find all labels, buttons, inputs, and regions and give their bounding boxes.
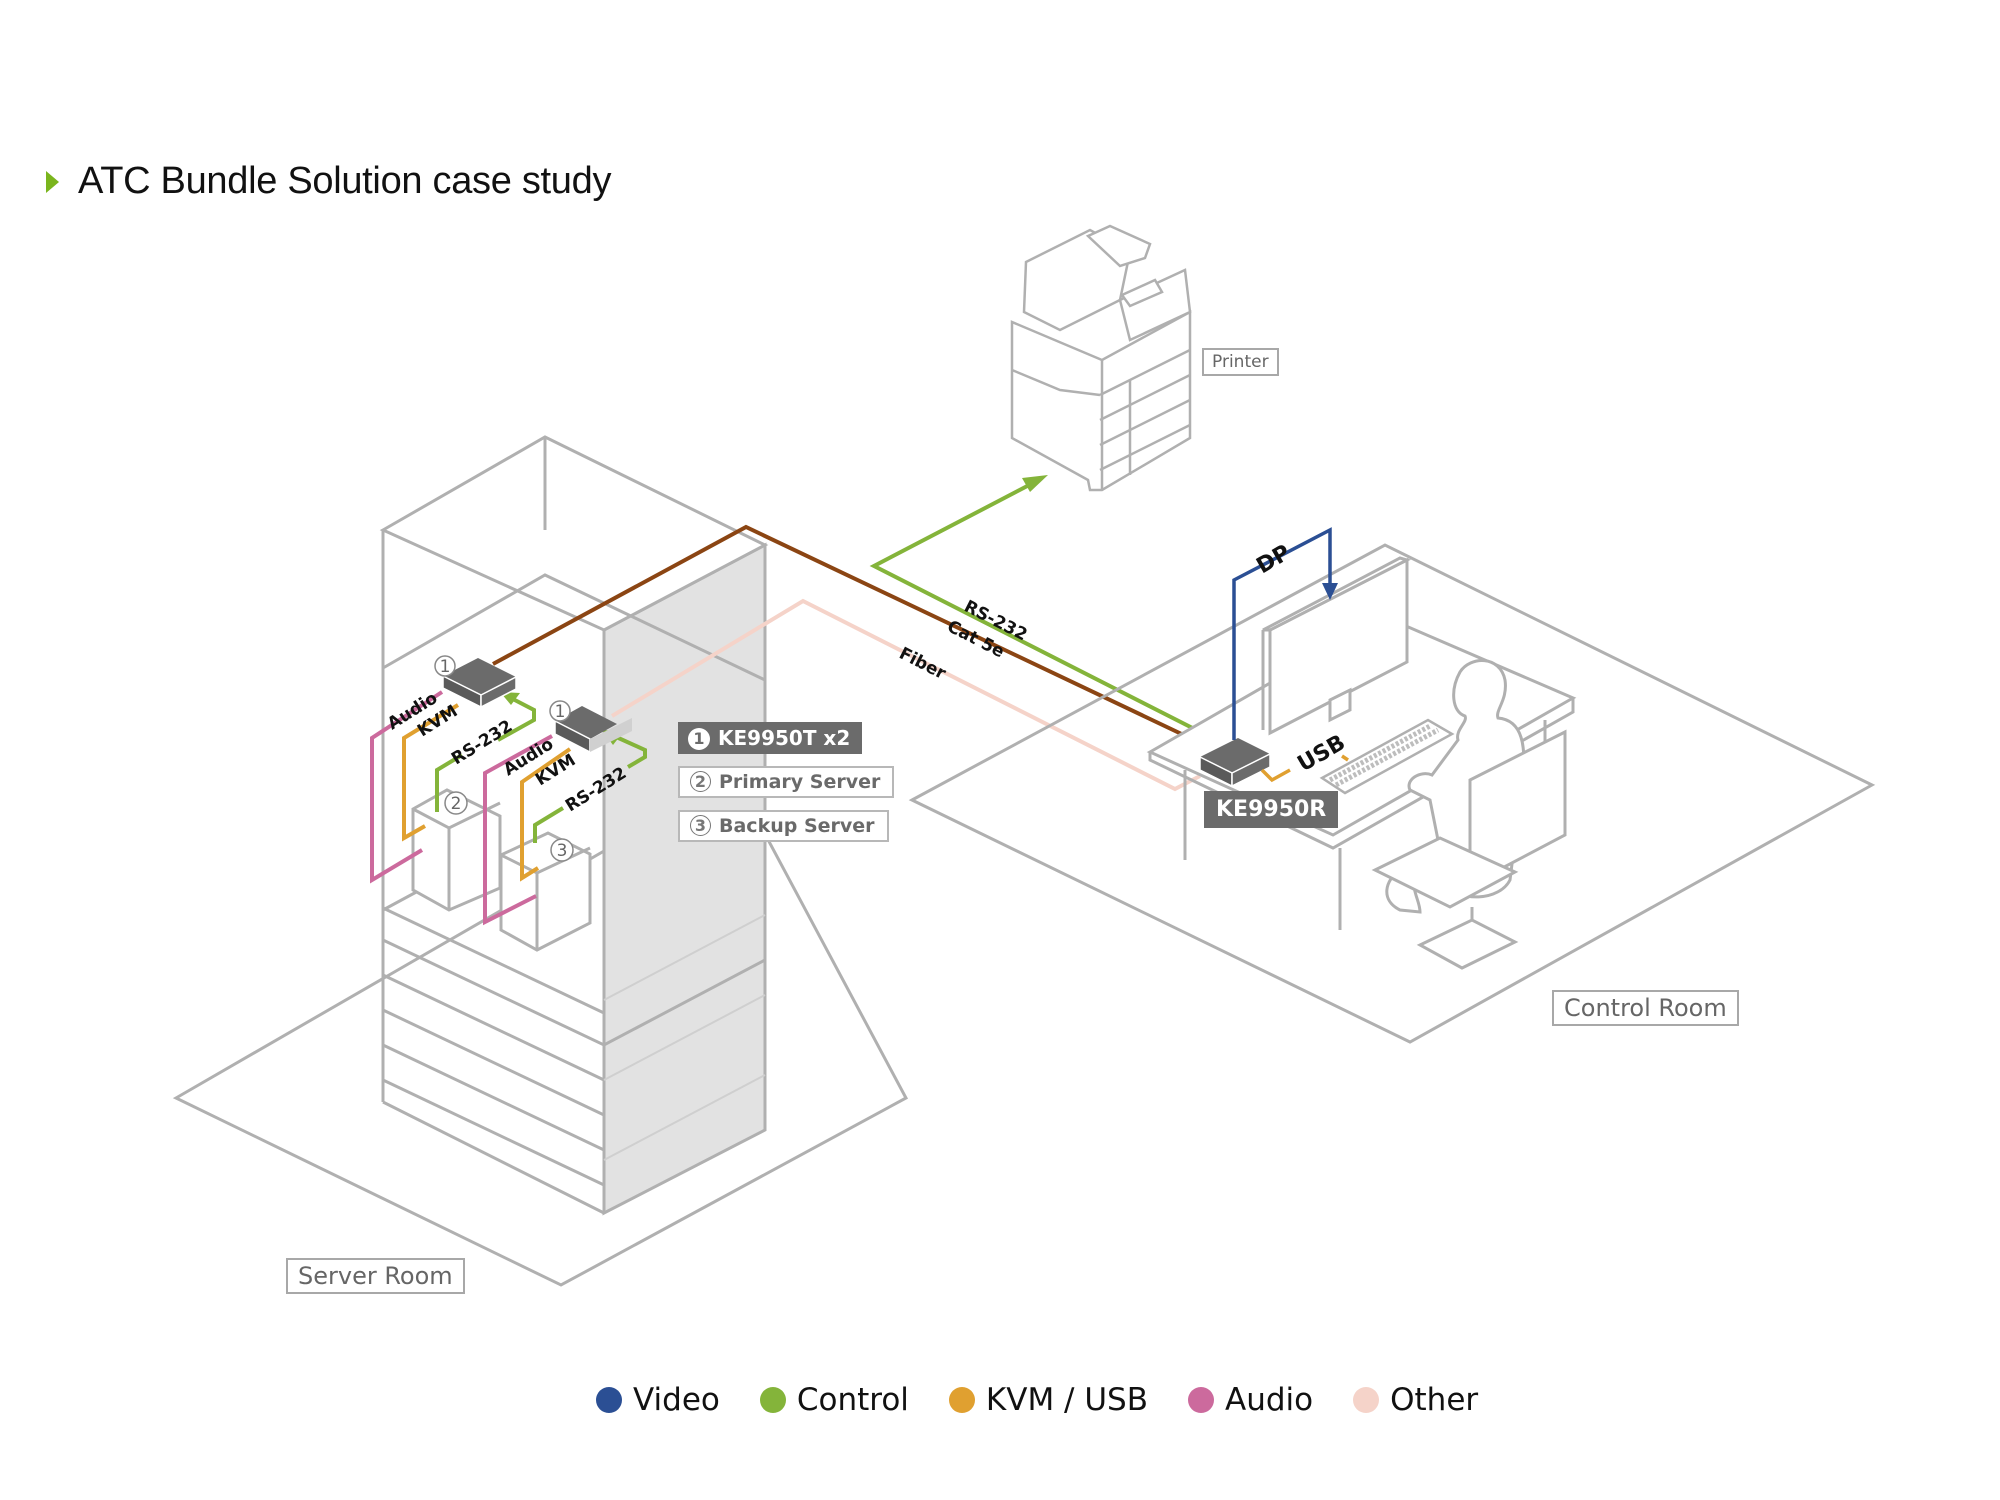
transmitter-tag: 1 KE9950T x2 bbox=[678, 722, 863, 754]
tx1-kvm-cable bbox=[402, 703, 460, 842]
primary-server-tag: 2 Primary Server bbox=[678, 766, 895, 798]
legend-item-other: Other bbox=[1353, 1382, 1478, 1418]
tx1-rs232-cable bbox=[435, 753, 464, 812]
primary-server-tag-number: 2 bbox=[690, 771, 711, 792]
rack-right-face bbox=[602, 542, 767, 1216]
backup-server-tag-label: Backup Server bbox=[719, 815, 875, 837]
printer-label: Printer bbox=[1202, 348, 1279, 376]
tx1-cables bbox=[370, 690, 536, 884]
primary-server-badge bbox=[444, 791, 468, 815]
tx1-number-badge bbox=[434, 655, 456, 677]
monitor bbox=[1261, 556, 1412, 736]
legend-label-other: Other bbox=[1390, 1382, 1479, 1418]
control-room-label: Control Room bbox=[1552, 990, 1739, 1026]
title-block: ATC Bundle Solution case study bbox=[46, 160, 611, 203]
dp-arrow-icon bbox=[1322, 583, 1338, 600]
backup-server-tag: 3 Backup Server bbox=[678, 810, 889, 842]
legend-label-audio: Audio bbox=[1225, 1382, 1314, 1418]
kvm-usb-dot-icon bbox=[948, 1387, 975, 1413]
legend-label-kvm-usb: KVM / USB bbox=[985, 1382, 1148, 1418]
backup-server-badge bbox=[550, 838, 574, 862]
transmitter-tag-number: 1 bbox=[688, 728, 710, 750]
fiber-cable bbox=[610, 598, 1201, 792]
tx2-rs232-return bbox=[613, 734, 647, 769]
transmitter-tag-label: KE9950T x2 bbox=[718, 726, 851, 750]
backup-server bbox=[499, 831, 592, 952]
legend: Video Control KVM / USB Audio Other bbox=[596, 1382, 1518, 1418]
receiver bbox=[1199, 738, 1271, 788]
receiver-tag: KE9950R bbox=[1204, 791, 1339, 828]
tx2-audio-cable bbox=[483, 734, 553, 926]
primary-server-tag-label: Primary Server bbox=[719, 771, 881, 793]
legend-item-audio: Audio bbox=[1188, 1382, 1313, 1418]
other-dot-icon bbox=[1353, 1387, 1380, 1413]
rs232-printer-cable bbox=[869, 480, 1221, 744]
primary-server-number: 2 bbox=[451, 794, 462, 814]
dp-cable bbox=[1232, 527, 1332, 740]
rack-top bbox=[379, 435, 769, 632]
printer-illustration bbox=[1010, 224, 1192, 492]
tx1-number: 1 bbox=[440, 657, 451, 677]
dp-label: DP bbox=[1253, 540, 1295, 579]
control-dot-icon bbox=[759, 1387, 786, 1413]
legend-label-control: Control bbox=[796, 1382, 909, 1418]
chair bbox=[1371, 729, 1567, 970]
transmitter-1: 1 bbox=[434, 655, 517, 709]
legend-item-control: Control bbox=[759, 1382, 909, 1418]
backup-server-number: 3 bbox=[557, 841, 568, 861]
video-dot-icon bbox=[596, 1387, 622, 1413]
backup-server-tag-number: 3 bbox=[690, 815, 711, 836]
audio-dot-icon bbox=[1188, 1387, 1214, 1413]
tx2-kvm-cable bbox=[520, 747, 572, 882]
legend-item-video: Video bbox=[596, 1382, 720, 1418]
legend-label-video: Video bbox=[633, 1382, 720, 1418]
link-fiber-label: Fiber bbox=[896, 644, 950, 685]
server-rack bbox=[379, 435, 769, 1216]
title-arrow-icon bbox=[46, 170, 59, 193]
page-title: ATC Bundle Solution case study bbox=[78, 160, 612, 202]
keyboard bbox=[1319, 718, 1455, 795]
printer-arrow-icon bbox=[1022, 475, 1048, 492]
legend-item-kvm-usb: KVM / USB bbox=[948, 1382, 1148, 1418]
cat5e-cable bbox=[492, 524, 1231, 759]
tx1-rs232-return bbox=[497, 695, 536, 742]
control-room-floor bbox=[908, 543, 1876, 1044]
tx2-number-badge bbox=[549, 700, 571, 722]
transmitter-2: 1 bbox=[549, 700, 632, 754]
usb-cable bbox=[1260, 768, 1291, 783]
tx2-rs232-cable bbox=[533, 806, 565, 843]
server-room-label: Server Room bbox=[286, 1258, 465, 1294]
tx1-audio-cable bbox=[370, 690, 444, 884]
tx2-number: 1 bbox=[555, 702, 566, 722]
